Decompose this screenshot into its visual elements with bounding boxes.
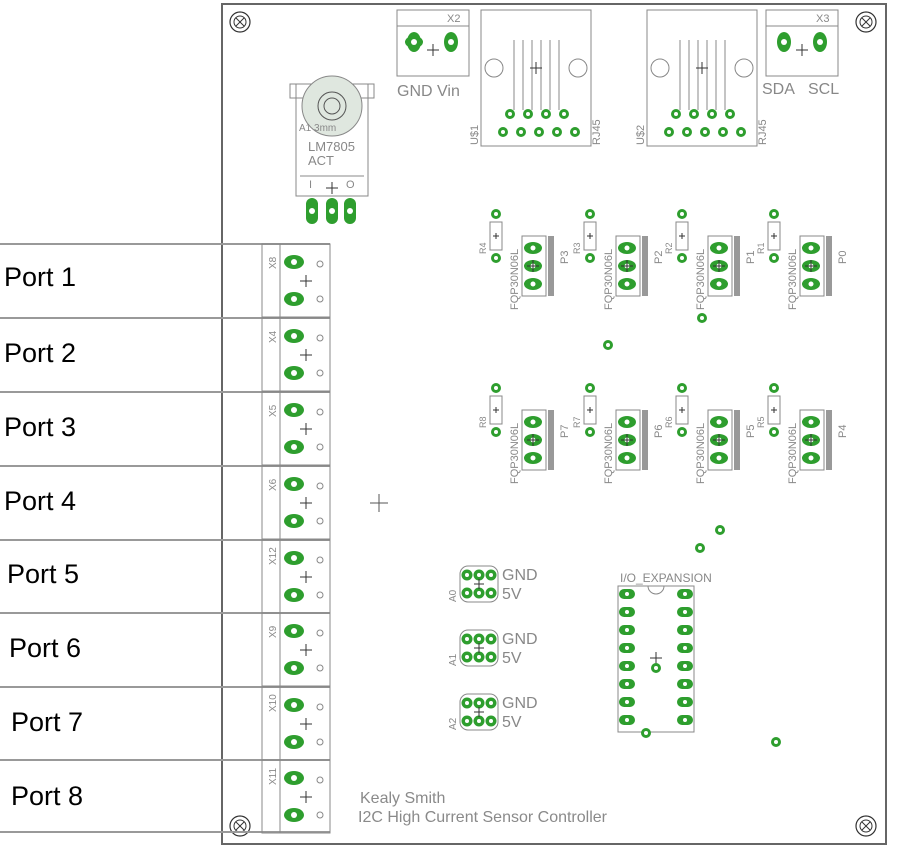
mosfet-part: FQP30N06L xyxy=(509,423,521,484)
resistor-ref: R6 xyxy=(664,416,674,428)
port-connector-ref: X10 xyxy=(268,694,279,712)
port-label-2: Port 2 xyxy=(4,338,77,368)
regulator-pin-out: O xyxy=(346,179,355,191)
regulator-part: LM7805 xyxy=(308,139,355,154)
mosfet-part: FQP30N06L xyxy=(695,423,707,484)
jumper-bottom-label: 5V xyxy=(502,586,522,603)
mosfet-part: FQP30N06L xyxy=(603,249,615,310)
port-label-3: Port 3 xyxy=(4,412,77,442)
mosfet-part: FQP30N06L xyxy=(787,423,799,484)
i2c-connector-ref: X3 xyxy=(816,13,829,25)
port-label-5: Port 5 xyxy=(7,559,80,589)
port-terminal-block: X5 xyxy=(261,391,331,466)
io-expansion-ic xyxy=(617,585,695,733)
port-connector-ref: X4 xyxy=(268,330,279,343)
rj45-jack-1 xyxy=(480,9,592,147)
port-connector-ref: X5 xyxy=(268,404,279,417)
mosfet-part: FQP30N06L xyxy=(603,423,615,484)
resistor-ref: R4 xyxy=(478,242,488,254)
mosfet-ref: P0 xyxy=(837,251,849,264)
jumper-ref: A1 xyxy=(448,653,459,666)
mosfet-ref: P3 xyxy=(559,251,571,264)
port-terminal-block: X10 xyxy=(261,686,331,761)
resistor-ref: R7 xyxy=(572,416,582,428)
mosfet-ref: P4 xyxy=(837,425,849,438)
mosfet-ref: P5 xyxy=(745,425,757,438)
mosfet-part: FQP30N06L xyxy=(787,249,799,310)
rj45-1-type: RJ45 xyxy=(591,119,603,145)
jumper-top-label: GND xyxy=(502,567,538,584)
power-connector-label: GND Vin xyxy=(397,83,460,100)
port-connector-ref: X9 xyxy=(268,625,279,638)
io-expansion-label: I/O_EXPANSION xyxy=(620,571,712,585)
regulator-pin-in: I xyxy=(309,179,312,191)
mosfet-part: FQP30N06L xyxy=(509,249,521,310)
jumper-bottom-label: 5V xyxy=(502,714,522,731)
mosfet-ref: P2 xyxy=(653,251,665,264)
port-terminal-block: X12 xyxy=(261,539,331,614)
port-connector-ref: X11 xyxy=(268,768,279,785)
resistor-ref: R5 xyxy=(756,416,766,428)
rj45-2-ref: U$2 xyxy=(635,125,647,145)
port-terminal-block: X8 xyxy=(261,243,331,318)
i2c-connector xyxy=(765,9,839,77)
mosfet-part: FQP30N06L xyxy=(695,249,707,310)
jumper-bottom-label: 5V xyxy=(502,650,522,667)
port-terminal-block: X4 xyxy=(261,317,331,392)
i2c-sda-label: SDA xyxy=(762,81,795,98)
port-connector-ref: X6 xyxy=(268,478,279,491)
jumper-top-label: GND xyxy=(502,631,538,648)
address-jumper[interactable]: A0 GND 5V xyxy=(448,565,538,603)
power-connector-ref: X2 xyxy=(447,13,460,25)
resistor-ref: R3 xyxy=(572,242,582,254)
mosfet-ref: P1 xyxy=(745,251,757,264)
credit-title: I2C High Current Sensor Controller xyxy=(358,809,607,826)
regulator-top-label: A1 3mm xyxy=(299,123,336,134)
origin-cross xyxy=(370,494,388,512)
rj45-2-type: RJ45 xyxy=(757,119,769,145)
port-terminal-block: X11 xyxy=(261,759,331,834)
resistor-ref: R1 xyxy=(756,242,766,254)
port-terminal-block: X9 xyxy=(261,612,331,687)
port-connector-ref: X12 xyxy=(268,547,279,565)
mosfet-ref: P6 xyxy=(653,425,665,438)
credit-author: Kealy Smith xyxy=(360,790,446,807)
resistor-ref: R2 xyxy=(664,242,674,254)
i2c-scl-label: SCL xyxy=(808,81,839,98)
resistor-ref: R8 xyxy=(478,416,488,428)
jumper-top-label: GND xyxy=(502,695,538,712)
address-jumper[interactable]: A1 GND 5V xyxy=(448,629,538,667)
power-connector xyxy=(396,9,470,77)
voltage-regulator xyxy=(289,75,375,224)
port-label-4: Port 4 xyxy=(4,486,77,516)
port-terminal-block: X6 xyxy=(261,465,331,540)
jumper-ref: A2 xyxy=(448,717,459,730)
port-label-7: Port 7 xyxy=(11,707,84,737)
port-label-8: Port 8 xyxy=(11,781,84,811)
address-jumper[interactable]: A2 GND 5V xyxy=(448,693,538,731)
port-label-1: Port 1 xyxy=(4,262,77,292)
mosfet-ref: P7 xyxy=(559,425,571,438)
rj45-1-ref: U$1 xyxy=(469,125,481,145)
port-connector-ref: X8 xyxy=(268,256,279,269)
rj45-jack-2 xyxy=(646,9,758,147)
jumper-ref: A0 xyxy=(448,589,459,602)
port-label-6: Port 6 xyxy=(9,633,82,663)
regulator-sub: ACT xyxy=(308,153,334,168)
